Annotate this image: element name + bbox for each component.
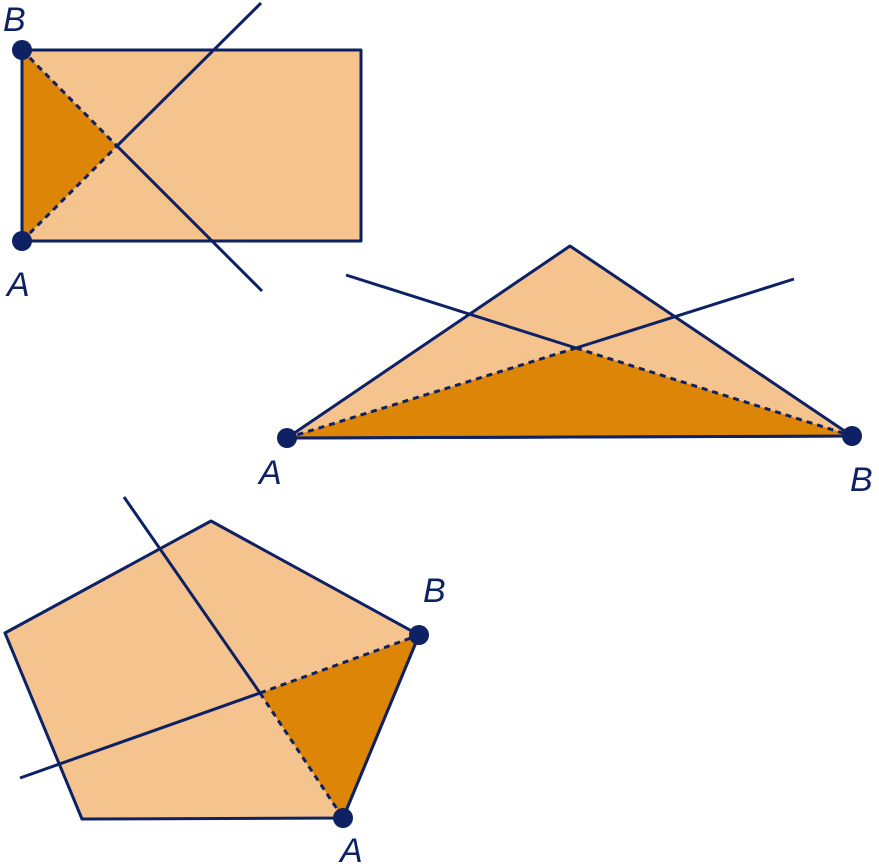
pentagon-point-b: [409, 625, 429, 645]
triangle-point-b: [842, 426, 862, 446]
rectangle-dashed-to-a: [20, 144, 119, 243]
triangle-bisector-line-1: [345, 273, 577, 350]
pentagon-bisector-line-2: [19, 691, 261, 780]
triangle-label-a: A: [257, 454, 282, 492]
pentagon-shaded-region: [260, 635, 419, 818]
rectangle-label-b: B: [3, 1, 26, 39]
pentagon-bisector-line-1: [122, 496, 262, 694]
triangle-shaded-region: [287, 348, 852, 438]
pentagon-side-ab: [341, 634, 421, 819]
rectangle-figure: B A: [3, 1, 363, 304]
rectangle-label-a: A: [5, 266, 30, 304]
pentagon-point-a: [333, 808, 353, 828]
rectangle-bisector-line-2: [115, 144, 264, 293]
pentagon-label-a: A: [338, 832, 363, 867]
triangle-bisector-line-2: [575, 277, 795, 350]
pentagon-figure: B A: [3, 496, 446, 867]
triangle-dashed-to-b: [575, 346, 853, 438]
rectangle-dashed-to-b: [20, 48, 119, 148]
pentagon-dashed-to-a: [258, 692, 345, 819]
rectangle-shaded-region: [22, 50, 117, 241]
triangle-figure: A B: [257, 244, 873, 499]
rectangle-point-a: [12, 231, 32, 251]
rectangle-bisector-line-1: [115, 1, 263, 148]
triangle-side-ab: [286, 434, 853, 440]
rectangle-point-b: [12, 40, 32, 60]
triangle-label-b: B: [850, 461, 873, 499]
triangle-point-a: [277, 428, 297, 448]
pentagon-label-b: B: [423, 572, 446, 610]
